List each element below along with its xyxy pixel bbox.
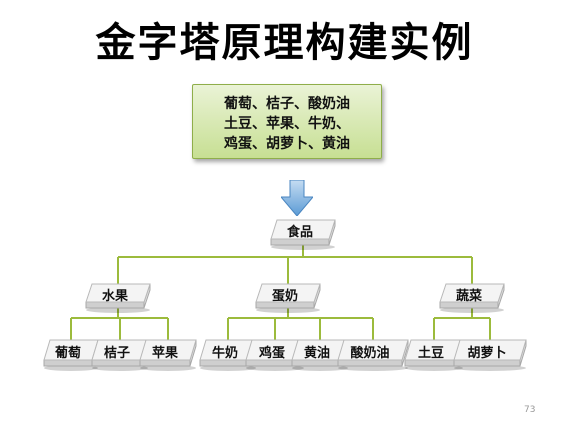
leaf-node-label: 桔子 <box>103 345 130 361</box>
leaf-node: 鸡蛋 <box>245 339 305 371</box>
item-list-line: 葡萄、桔子、酸奶油 <box>224 96 350 112</box>
slide-title: 金字塔原理构建实例 <box>95 20 474 66</box>
category-node: 水果 <box>85 283 151 313</box>
leaf-node: 苹果 <box>139 339 197 371</box>
down-arrow-icon <box>281 180 313 216</box>
item-list-box: 葡萄、桔子、酸奶油 土豆、苹果、牛奶、 鸡蛋、胡萝卜、黄油 <box>192 84 382 159</box>
leaf-node: 土豆 <box>404 339 464 371</box>
leaf-node-label: 土豆 <box>417 345 444 361</box>
leaf-node-label: 牛奶 <box>211 345 238 361</box>
leaf-node: 葡萄 <box>43 339 99 371</box>
root-node-label: 食品 <box>286 225 313 241</box>
leaf-node-label: 鸡蛋 <box>258 345 285 361</box>
leaf-node-label: 黄油 <box>303 345 330 361</box>
category-node-label: 蔬菜 <box>455 288 482 304</box>
item-list-line: 土豆、苹果、牛奶、 <box>224 116 350 132</box>
category-node: 蛋奶 <box>255 283 321 313</box>
item-list-line: 鸡蛋、胡萝卜、黄油 <box>224 136 350 152</box>
leaf-node-label: 苹果 <box>151 345 178 361</box>
leaf-node: 胡萝卜 <box>453 339 527 371</box>
page-number: 73 <box>524 405 536 415</box>
leaf-node: 酸奶油 <box>337 339 409 371</box>
root-node: 食品 <box>270 219 336 250</box>
leaf-node-label: 酸奶油 <box>350 345 390 361</box>
leaf-node-label: 葡萄 <box>54 345 81 361</box>
category-node-label: 水果 <box>101 288 128 304</box>
category-node-label: 蛋奶 <box>271 288 298 304</box>
category-node: 蔬菜 <box>439 283 505 313</box>
leaf-node-label: 胡萝卜 <box>467 345 507 361</box>
